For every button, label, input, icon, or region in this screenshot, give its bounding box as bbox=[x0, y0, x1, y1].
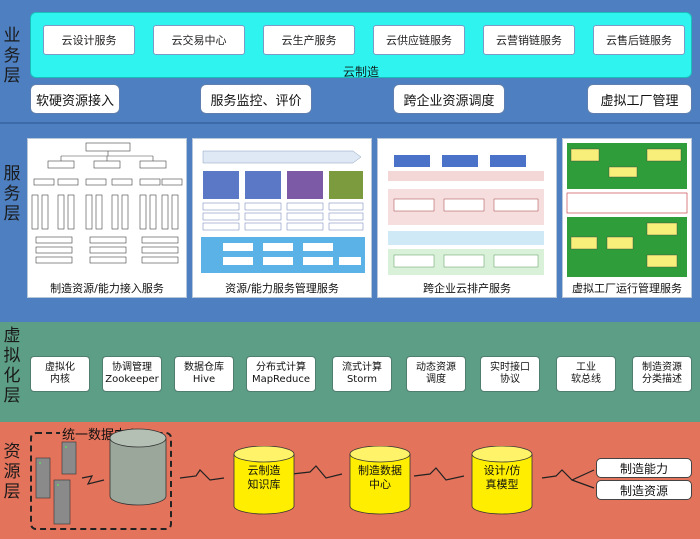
realtime-interface-protocol[interactable]: 实时接口 协议 bbox=[480, 356, 540, 392]
manufacturing-capability-button[interactable]: 制造能力 bbox=[596, 458, 692, 478]
cloud-trade-center[interactable]: 云交易中心 bbox=[153, 25, 245, 55]
manufacturing-resources-button[interactable]: 制造资源 bbox=[596, 480, 692, 500]
resource-layer-label: 资源层 bbox=[2, 442, 24, 502]
dynamic-resource-scheduling[interactable]: 动态资源 调度 bbox=[406, 356, 466, 392]
access-service-caption: 制造资源/能力接入服务 bbox=[50, 282, 164, 295]
virtual-layer-text: 虚拟化层 bbox=[3, 326, 21, 406]
design-model-label: 设计/仿 真模型 bbox=[483, 464, 521, 491]
management-thumbnail bbox=[201, 150, 365, 273]
virtual-factory-panel[interactable] bbox=[562, 138, 692, 298]
cloud-manufacturing-title: 云制造 bbox=[342, 65, 379, 79]
resource-access-button[interactable]: 软硬资源接入 bbox=[30, 84, 120, 114]
management-service-panel[interactable] bbox=[192, 138, 372, 298]
virtual-factory-management-button[interactable]: 虚拟工厂管理 bbox=[587, 84, 692, 114]
business-layer-text: 业务层 bbox=[3, 26, 21, 86]
scheduling-service-panel[interactable] bbox=[377, 138, 557, 298]
design-model-cylinder bbox=[471, 446, 533, 515]
industrial-soft-bus[interactable]: 工业 软总线 bbox=[556, 356, 616, 392]
datacenter-cylinder bbox=[109, 428, 167, 506]
cloud-design-service[interactable]: 云设计服务 bbox=[43, 25, 135, 55]
cloud-manufacturing-band: 云设计服务 云交易中心 云生产服务 云供应链服务 云营销链服务 云售后链服务 云… bbox=[30, 12, 692, 79]
data-center-label: 制造数据 中心 bbox=[358, 464, 402, 491]
cross-enterprise-scheduling-button[interactable]: 跨企业资源调度 bbox=[393, 84, 505, 114]
knowledge-base-cylinder bbox=[233, 446, 295, 515]
business-layer: 业务层 云设计服务 云交易中心 云生产服务 云供应链服务 云营销链服务 云售后链… bbox=[0, 0, 700, 122]
hive-data-warehouse[interactable]: 数据仓库 Hive bbox=[174, 356, 234, 392]
access-tree-thumbnail bbox=[31, 142, 183, 264]
resource-classification[interactable]: 制造资源 分类描述 bbox=[632, 356, 692, 392]
zookeeper-coordination[interactable]: 协调管理 Zookeeper bbox=[102, 356, 162, 392]
data-center-cylinder bbox=[349, 446, 411, 515]
knowledge-base-label: 云制造 知识库 bbox=[247, 464, 281, 491]
cloud-production-service[interactable]: 云生产服务 bbox=[263, 25, 355, 55]
service-monitor-button[interactable]: 服务监控、评价 bbox=[200, 84, 312, 114]
access-service-panel[interactable] bbox=[27, 138, 187, 298]
business-layer-label: 业务层 bbox=[2, 26, 24, 86]
cloud-supply-chain-service[interactable]: 云供应链服务 bbox=[373, 25, 465, 55]
service-layer-text: 服务层 bbox=[3, 164, 21, 224]
cloud-marketing-service[interactable]: 云营销链服务 bbox=[483, 25, 575, 55]
virtual-factory-caption: 虚拟工厂运行管理服务 bbox=[572, 282, 682, 295]
scheduling-thumbnail bbox=[388, 155, 544, 275]
virtualization-kernel[interactable]: 虚拟化 内核 bbox=[30, 356, 90, 392]
server-icon bbox=[35, 441, 77, 525]
virtual-factory-thumbnail bbox=[566, 143, 688, 277]
mapreduce-computing[interactable]: 分布式计算 MapReduce bbox=[246, 356, 316, 392]
management-service-caption: 资源/能力服务管理服务 bbox=[225, 282, 339, 295]
resource-layer-text: 资源层 bbox=[3, 442, 21, 502]
service-layer-label: 服务层 bbox=[2, 164, 24, 224]
cloud-aftersales-service[interactable]: 云售后链服务 bbox=[593, 25, 685, 55]
storm-stream-computing[interactable]: 流式计算 Storm bbox=[332, 356, 392, 392]
virtual-layer-label: 虚拟化层 bbox=[2, 326, 24, 406]
scheduling-service-caption: 跨企业云排产服务 bbox=[423, 282, 511, 295]
